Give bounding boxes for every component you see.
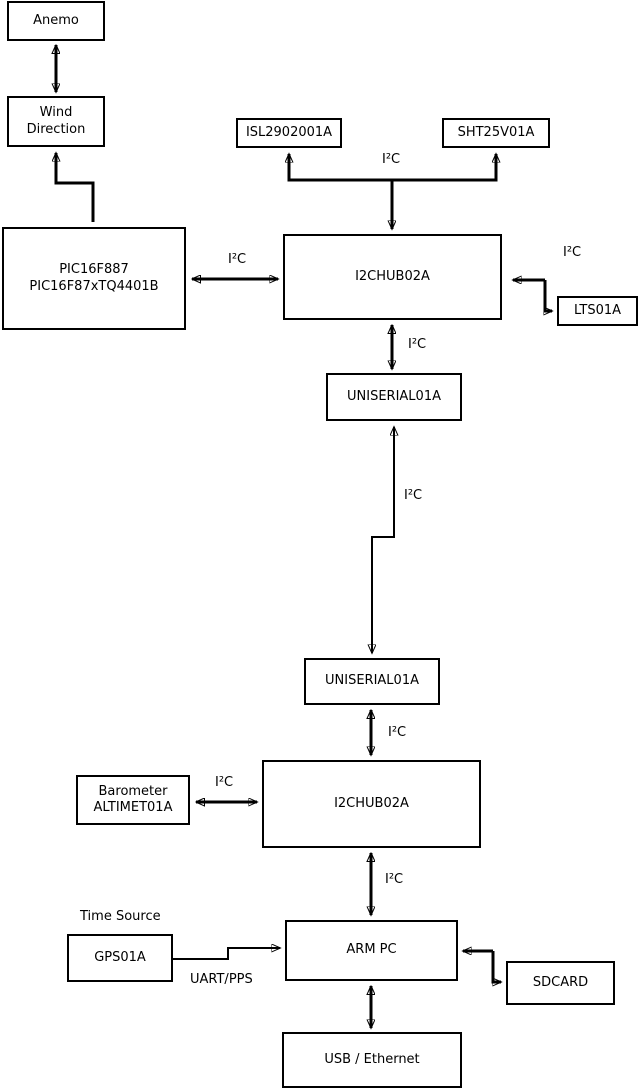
connector-gps-armpc bbox=[173, 948, 280, 960]
node-pic-mcu[interactable]: PIC16F887 PIC16F87xTQ4401B bbox=[2, 227, 186, 330]
edge-label-uart-pps: UART/PPS bbox=[190, 972, 253, 987]
node-arm-pc[interactable]: ARM PC bbox=[285, 920, 458, 981]
node-barometer-altimet01a-label: Barometer ALTIMET01A bbox=[93, 783, 173, 815]
node-lts01a[interactable]: LTS01A bbox=[557, 296, 638, 326]
node-sdcard[interactable]: SDCARD bbox=[506, 961, 615, 1005]
node-isl2902001a[interactable]: ISL2902001A bbox=[236, 118, 342, 148]
edge-label-i2c-barometer-hub: I²C bbox=[215, 775, 234, 790]
node-uniserial01a-lower[interactable]: UNISERIAL01A bbox=[304, 658, 440, 705]
node-gps01a-label: GPS01A bbox=[94, 949, 146, 965]
edge-label-i2c-hub-uniserial: I²C bbox=[408, 337, 427, 352]
edge-label-i2c-hub-armpc: I²C bbox=[385, 872, 404, 887]
edge-label-i2c-top-bus: I²C bbox=[382, 152, 401, 167]
node-sht25v01a-label: SHT25V01A bbox=[457, 124, 535, 140]
node-i2chub02a-bottom[interactable]: I2CHUB02A bbox=[262, 760, 481, 848]
node-wind-direction-label: Wind Direction bbox=[26, 105, 86, 137]
connector-bus-sht bbox=[392, 154, 496, 182]
connector-hubtop-lts-out bbox=[543, 280, 552, 311]
node-gps01a[interactable]: GPS01A bbox=[67, 934, 173, 982]
label-time-source: Time Source bbox=[80, 909, 161, 924]
node-barometer-altimet01a[interactable]: Barometer ALTIMET01A bbox=[76, 775, 190, 825]
node-uniserial01a-upper-label: UNISERIAL01A bbox=[347, 388, 441, 404]
node-i2chub02a-top[interactable]: I2CHUB02A bbox=[283, 234, 502, 320]
node-arm-pc-label: ARM PC bbox=[346, 942, 397, 958]
edge-label-i2c-pic-hub: I²C bbox=[228, 252, 247, 267]
node-sht25v01a[interactable]: SHT25V01A bbox=[442, 118, 550, 148]
node-uniserial01a-lower-label: UNISERIAL01A bbox=[325, 673, 419, 689]
node-isl2902001a-label: ISL2902001A bbox=[245, 124, 333, 140]
node-pic-mcu-label: PIC16F887 PIC16F87xTQ4401B bbox=[29, 262, 159, 294]
edge-label-i2c-uniserial-link: I²C bbox=[404, 488, 423, 503]
node-i2chub02a-top-label: I2CHUB02A bbox=[355, 268, 430, 284]
connector-armpc-sdcard-out bbox=[491, 951, 501, 982]
connector-bus-isl bbox=[289, 154, 392, 182]
connector-uniserial1-up bbox=[372, 427, 394, 538]
edge-label-i2c-hub-lts: I²C bbox=[563, 245, 582, 260]
node-usb-ethernet[interactable]: USB / Ethernet bbox=[282, 1032, 462, 1088]
node-wind-direction[interactable]: Wind Direction bbox=[7, 96, 105, 147]
connector-pic-wind bbox=[56, 153, 95, 222]
connector-uniserial2-down bbox=[372, 536, 394, 653]
node-i2chub02a-bottom-label: I2CHUB02A bbox=[334, 795, 409, 811]
node-lts01a-label: LTS01A bbox=[573, 302, 622, 318]
edge-label-i2c-uniserial-hub: I²C bbox=[388, 725, 407, 740]
node-uniserial01a-upper[interactable]: UNISERIAL01A bbox=[326, 373, 462, 421]
node-anemo-label: Anemo bbox=[33, 12, 79, 28]
node-anemo[interactable]: Anemo bbox=[7, 1, 105, 41]
node-usb-ethernet-label: USB / Ethernet bbox=[324, 1051, 420, 1067]
node-sdcard-label: SDCARD bbox=[532, 974, 589, 990]
